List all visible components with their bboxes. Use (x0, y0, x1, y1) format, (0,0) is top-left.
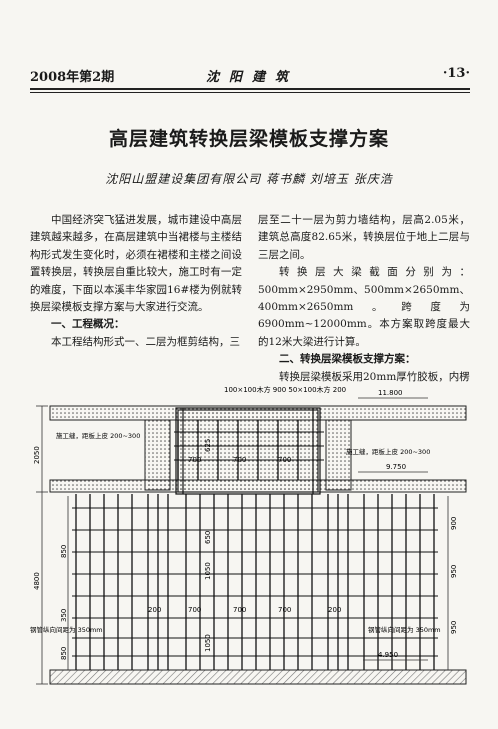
section-heading: 一、工程概况： (51, 318, 125, 331)
authors-line: 沈阳山盟建设集团有限公司 蒋书麟 刘培玉 张庆浩 (105, 172, 393, 186)
dimension-lines (36, 397, 449, 685)
dimension-label: 1050 (204, 634, 212, 652)
paragraph: 中国经济突飞猛进发展，城市建设中高层建筑越来越多，在高层建筑中当裙楼与主楼结构形… (30, 214, 242, 314)
transfer-beam (144, 409, 352, 493)
dimension-label: 700 (188, 456, 201, 464)
dimension-2050: 2050 (33, 446, 41, 464)
dimension-label: 1050 (204, 562, 212, 580)
ground-slab (49, 669, 467, 685)
text-column-left: 中国经济突飞猛进发展，城市建设中高层建筑越来越多，在高层建筑中当裙楼与主楼结构形… (30, 212, 242, 351)
article-title: 高层建筑转换层梁模板支撑方案 (108, 128, 389, 150)
header-rule (30, 88, 470, 90)
paragraph: 转换层梁模板采用20mm厚竹胶板，内楞 (279, 370, 470, 383)
paragraph: 转换层大梁截面分别为：500mm×2950mm、500mm×2650mm、400… (258, 266, 470, 348)
dimension-label: 200 (148, 606, 161, 614)
header-rule-thin (30, 92, 470, 93)
formwork-support-drawing: 100×100木方 900 50×100木方 200 11.800 9.750 … (30, 385, 467, 685)
mid-slab (49, 479, 467, 493)
issue-label: 2008年第2期 (30, 70, 115, 85)
right-pipe-spacing-note: 钢管纵向间距为 350mm (368, 625, 441, 634)
text-column-right: 层至二十一层为剪力墙结构，层高2.05米，建筑总高度82.65米，转换层位于地上… (258, 212, 470, 386)
dimension-label: 950 (450, 621, 458, 634)
dimension-label: 700 (188, 606, 201, 614)
steel-pipe-posts (75, 420, 435, 670)
elevation-mid: 9.750 (386, 463, 406, 471)
right-joint-note: 施工缝，距板上皮 200~300 (346, 447, 430, 456)
page-number: ·13· (442, 66, 470, 81)
paragraph: 本工程结构形式一、二层为框剪结构，三 (51, 335, 240, 348)
left-pipe-spacing-note: 钢管纵向间距为 350mm (30, 625, 103, 634)
dimension-label: 700 (278, 456, 291, 464)
dimension-label: 200 (328, 606, 341, 614)
dimension-label: 650 (204, 531, 212, 544)
journal-name: 沈阳建筑 (206, 70, 299, 85)
dimension-label: 700 (233, 456, 246, 464)
section-heading: 二、转换层梁模板支撑方案： (279, 353, 416, 366)
dimension-label: 900 (450, 517, 458, 530)
dimension-label: 700 (233, 606, 246, 614)
dimension-label: 350 (60, 609, 68, 622)
dimension-label: 700 (278, 606, 291, 614)
elevation-top: 11.800 (378, 389, 403, 397)
dimension-4800: 4800 (33, 572, 41, 590)
paragraph: 层至二十一层为剪力墙结构，层高2.05米，建筑总高度82.65米，转换层位于地上… (258, 214, 470, 261)
horizontal-ledgers (72, 431, 438, 657)
dimension-label: 950 (450, 565, 458, 578)
left-joint-note: 施工缝，距板上皮 200~300 (56, 431, 140, 440)
beam-formwork (175, 407, 321, 495)
dimension-label: 850 (60, 647, 68, 660)
dimension-label: 625 (204, 439, 212, 452)
dimension-label: 850 (60, 545, 68, 558)
running-header: 2008年第2期 沈阳建筑 ·13· (30, 66, 470, 86)
top-timber-label: 100×100木方 900 50×100木方 200 (224, 385, 346, 394)
elevation-bottom: 4.950 (378, 651, 398, 659)
